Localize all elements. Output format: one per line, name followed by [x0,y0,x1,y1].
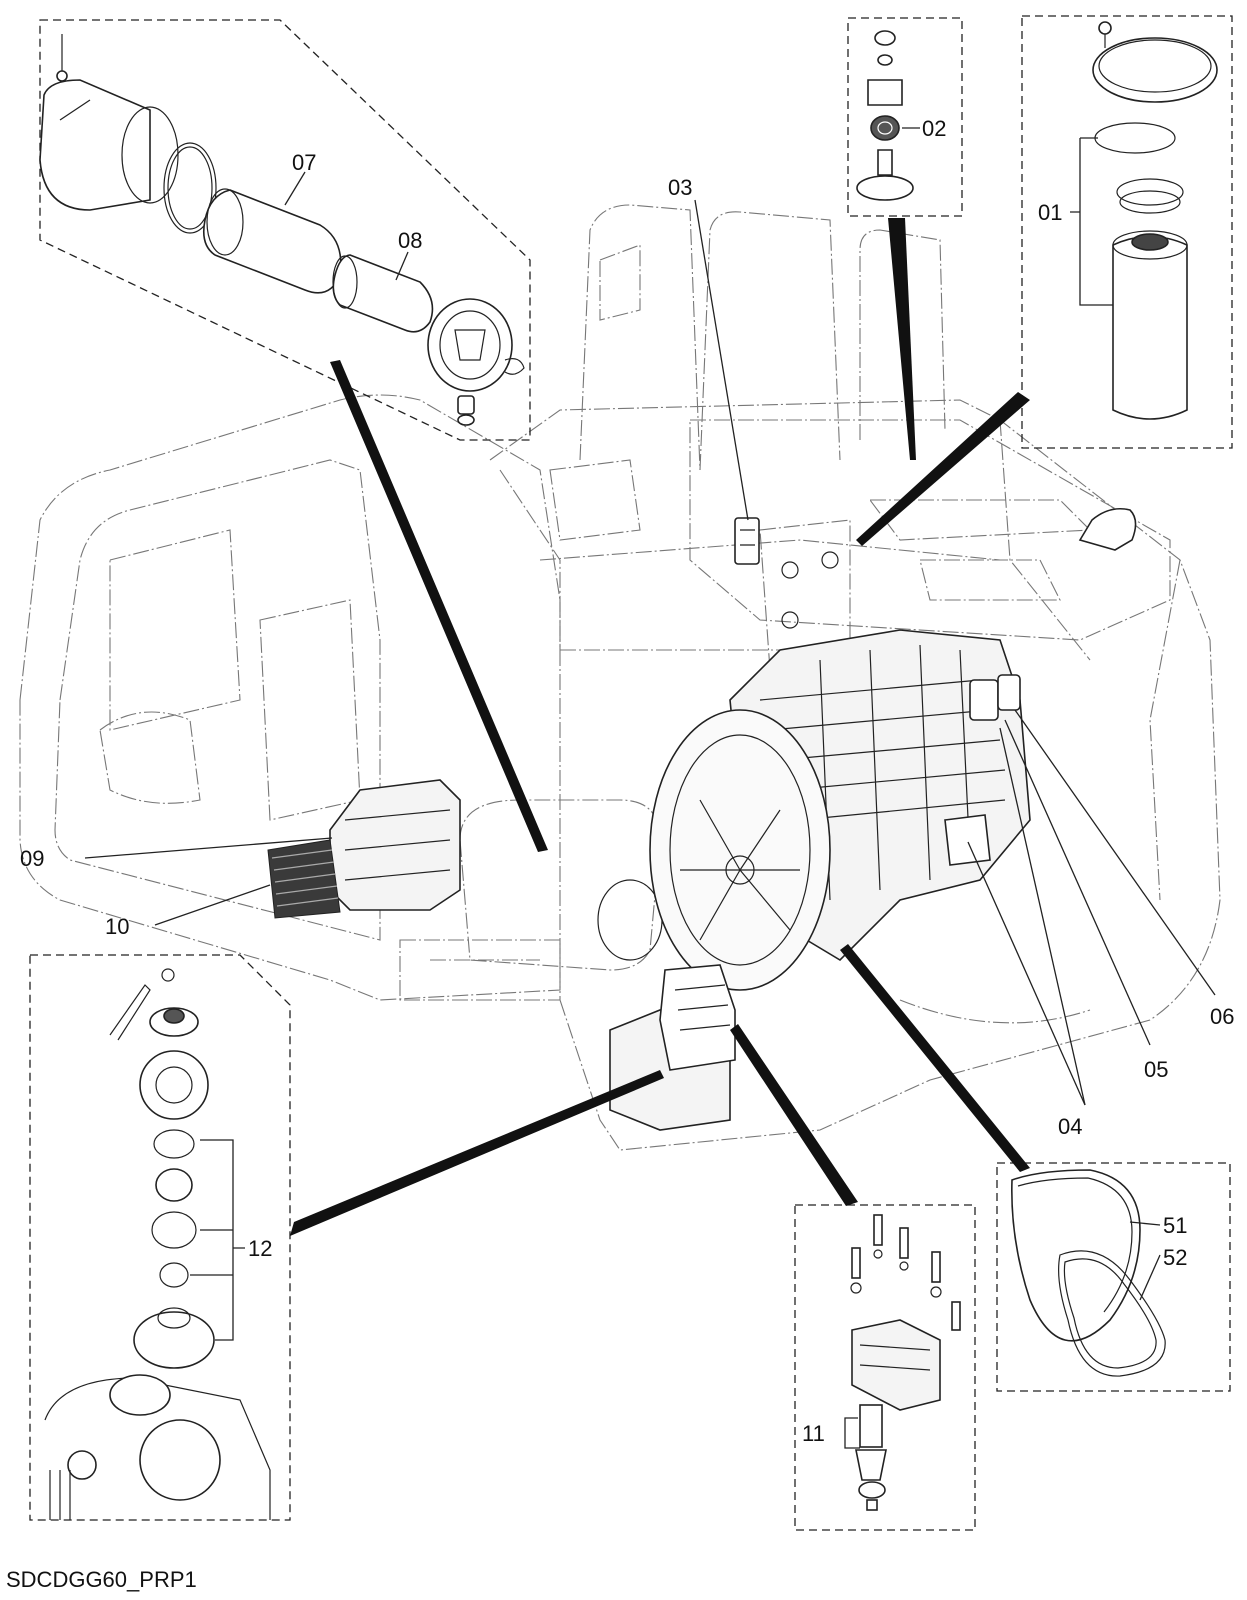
pointer-lines [290,218,1030,1236]
valve-block-insitu [734,517,760,565]
detail-box-01 [1021,15,1233,449]
callout-51: 51 [1163,1213,1187,1238]
engine-assembly [649,629,1031,991]
callout-02: 02 [922,116,946,141]
callout-03: 03 [668,175,692,200]
callout-07: 07 [292,150,316,175]
callout-06: 06 [1210,1004,1234,1029]
callout-09: 09 [20,846,44,871]
callout-labels: 01 02 03 04 05 06 07 08 09 10 11 12 51 5… [20,116,1234,1446]
callout-04: 04 [1058,1114,1082,1139]
detail-box-12 [29,954,291,1521]
excavator-outline [19,204,1221,1151]
drawing-id: SDCDGG60_PRP1 [6,1567,197,1592]
detail-box-02 [847,17,963,217]
callout-05: 05 [1144,1057,1168,1082]
callout-08: 08 [398,228,422,253]
detail-box-belts [996,1162,1231,1392]
callout-12: 12 [248,1236,272,1261]
fuel-filler-insitu [609,964,736,1131]
callout-52: 52 [1163,1245,1187,1270]
callout-01: 01 [1038,200,1062,225]
detail-box-11 [794,1204,976,1531]
hvac-unit [267,779,461,919]
leader-lines [84,127,1216,1301]
callout-10: 10 [105,914,129,939]
callout-11: 11 [802,1421,825,1446]
detail-box-air-cleaner [39,19,531,441]
